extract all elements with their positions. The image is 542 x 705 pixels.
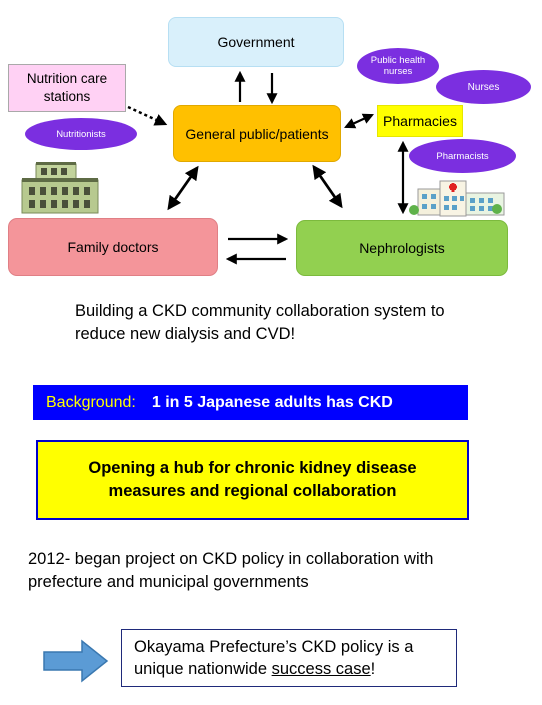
pharmacies-node: Pharmacies <box>377 105 463 137</box>
policy-box: Okayama Prefecture’s CKD policy is a uni… <box>121 629 457 687</box>
nephrologists-node: Nephrologists <box>296 220 508 276</box>
arrow-public-nephrologists <box>312 164 343 209</box>
general-public-node: General public/patients <box>173 105 341 162</box>
family-doctors-node: Family doctors <box>8 218 218 276</box>
right-arrow-icon <box>43 639 109 683</box>
clinic-building-icon <box>21 162 99 214</box>
background-label: Background: <box>46 393 136 411</box>
government-node: Government <box>168 17 344 67</box>
pharmacists-ellipse: Pharmacists <box>409 139 516 173</box>
arrow-public-family <box>167 165 199 211</box>
hub-box: Opening a hub for chronic kidney disease… <box>36 440 469 520</box>
policy-exclamation: ! <box>370 660 376 678</box>
nutrition-care-stations-node: Nutrition care stations <box>8 64 126 112</box>
project-text: 2012- began project on CKD policy in col… <box>28 550 434 591</box>
public-health-nurses-ellipse: Public health nurses <box>357 48 439 84</box>
policy-text: Okayama Prefecture’s CKD policy is a uni… <box>134 638 414 678</box>
nurses-ellipse: Nurses <box>436 70 531 104</box>
dotted-arrow-nutrition-to-public <box>127 105 168 126</box>
hospital-building-icon <box>409 180 505 217</box>
background-text: 1 in 5 Japanese adults has CKD <box>151 393 393 411</box>
background-banner: Background: 1 in 5 Japanese adults has C… <box>33 385 468 420</box>
diagram-caption: Building a CKD community collaboration s… <box>75 302 445 343</box>
nutritionists-ellipse: Nutritionists <box>25 118 137 150</box>
arrow-public-pharmacies <box>344 113 374 129</box>
policy-success-case: success case <box>271 660 371 678</box>
